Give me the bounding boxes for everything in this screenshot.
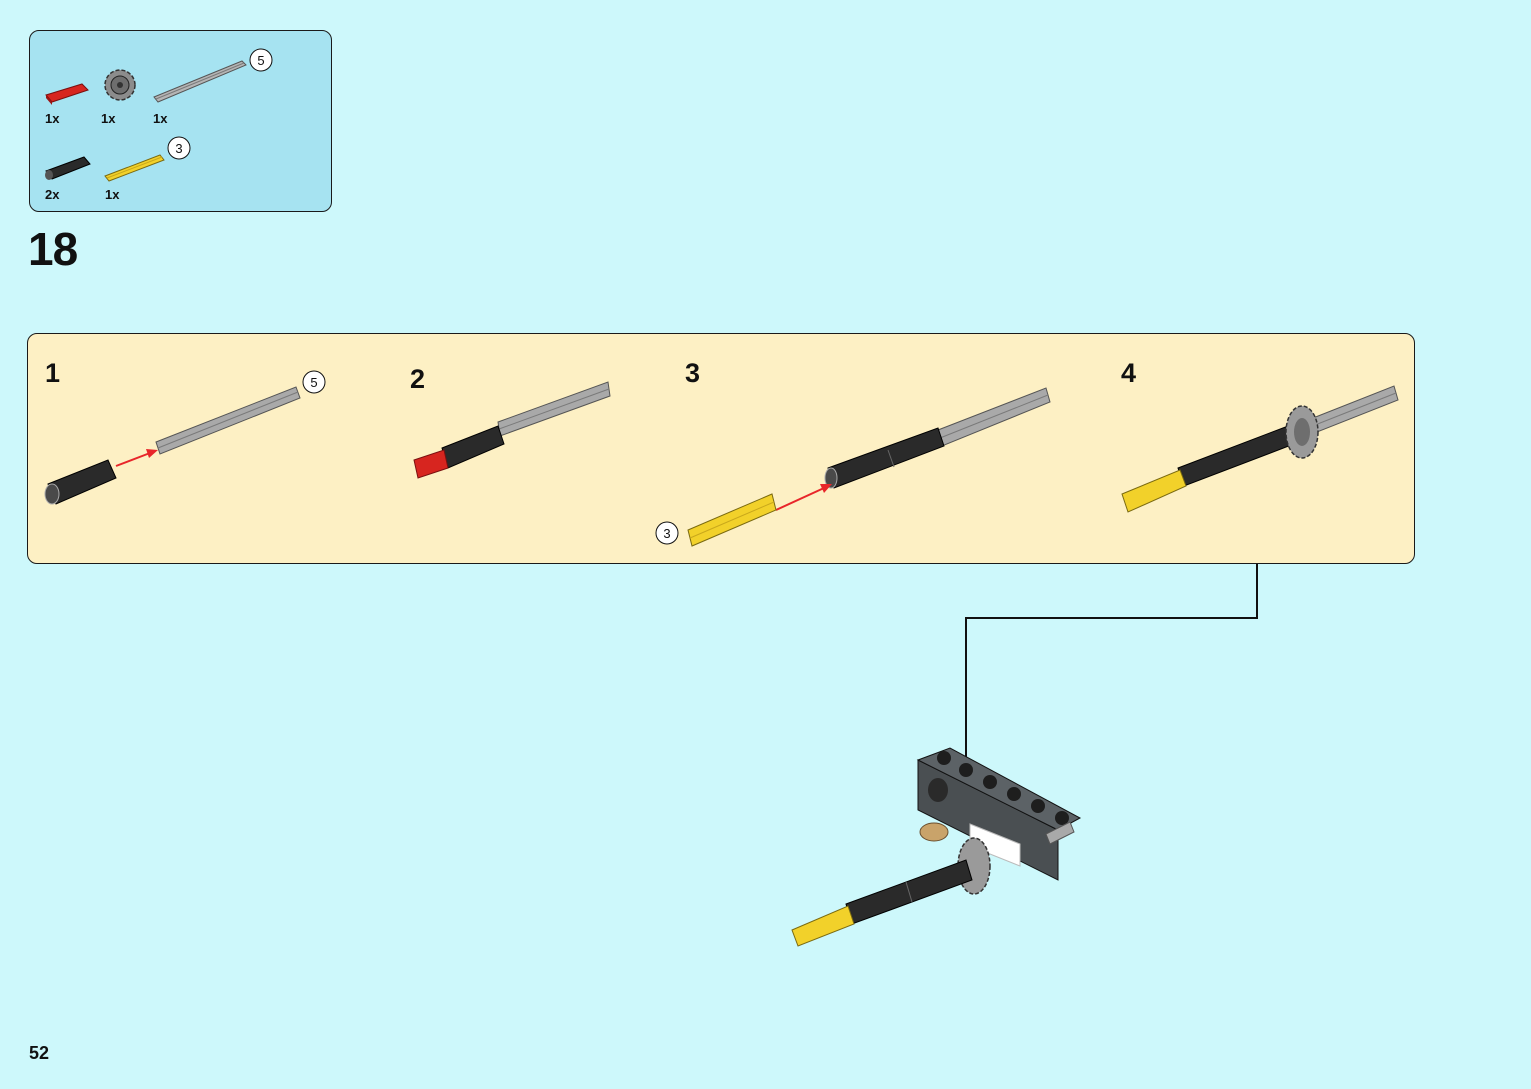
substeps-art: 5 3 xyxy=(44,370,1399,547)
substep-4-assembly xyxy=(1121,385,1399,513)
qty-yellow-axle: 1x xyxy=(105,187,120,202)
qty-gear: 1x xyxy=(101,111,116,126)
grey-axle-icon xyxy=(153,60,247,103)
substep-number-3: 3 xyxy=(685,358,701,388)
length-callout-substep-3: 3 xyxy=(655,521,679,545)
length-callout-5: 5 xyxy=(249,48,273,72)
substep-to-model-arrow xyxy=(956,564,1258,834)
parts-list: 5 3 1x 1x 1x 2x 1x xyxy=(29,30,332,212)
black-bush-icon xyxy=(45,156,91,180)
substeps-panel: 1 2 3 4 5 xyxy=(27,333,1415,564)
substep-2-assembly xyxy=(413,381,611,479)
substep-1-grey-axle xyxy=(155,386,301,455)
gear-icon xyxy=(104,69,136,101)
page-number: 52 xyxy=(29,1043,50,1063)
substep-1-bush xyxy=(44,459,117,505)
length-callout-substep-1: 5 xyxy=(302,370,326,394)
parts-list-art: 5 3 xyxy=(45,48,273,182)
substep-number-4: 4 xyxy=(1121,358,1137,388)
qty-red-connector: 1x xyxy=(45,111,60,126)
substep-3-yellow-axle xyxy=(687,493,777,547)
substep-3-arrow xyxy=(775,484,832,511)
final-model xyxy=(791,747,1082,947)
svg-text:3: 3 xyxy=(663,526,670,541)
substep-1-arrow xyxy=(115,449,158,467)
svg-text:3: 3 xyxy=(175,141,182,156)
red-connector-icon xyxy=(45,83,89,105)
step-number: 18 xyxy=(28,223,78,275)
substep-number-1: 1 xyxy=(45,358,61,388)
yellow-axle-icon xyxy=(104,154,165,182)
qty-black-bush: 2x xyxy=(45,187,60,202)
substep-3-assembly xyxy=(824,387,1051,489)
substep-number-2: 2 xyxy=(410,364,426,394)
svg-text:5: 5 xyxy=(310,375,317,390)
length-callout-3: 3 xyxy=(167,136,191,160)
qty-grey-axle: 1x xyxy=(153,111,168,126)
svg-text:5: 5 xyxy=(257,53,264,68)
